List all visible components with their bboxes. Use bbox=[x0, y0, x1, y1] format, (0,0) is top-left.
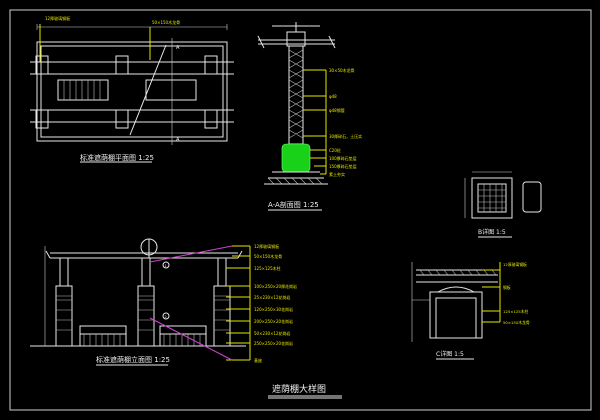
elevation-view: 1 2 12厚玻璃钢板 50×150木龙骨 125×125木柱 100×250×… bbox=[30, 238, 297, 366]
section-note-2: φ48 bbox=[329, 94, 337, 99]
detail-c-note-1: 12厚玻璃钢板 bbox=[503, 262, 527, 267]
elevation-callout-1: 1 bbox=[165, 264, 167, 268]
elevation-note-1: 12厚玻璃钢板 bbox=[254, 243, 279, 249]
detail-b-view: B详图 1:5 bbox=[464, 171, 542, 238]
elevation-note-10: 基座 bbox=[254, 357, 262, 363]
detail-c-note-4: 50×150木龙骨 bbox=[503, 320, 530, 325]
plan-note-2: 50×150木龙骨 bbox=[152, 19, 180, 25]
elevation-note-3: 125×125木柱 bbox=[254, 265, 281, 271]
elevation-note-6: 120×250×30花岗岩 bbox=[254, 306, 293, 312]
section-note-4: 30厚碎石，土压实 bbox=[329, 133, 362, 139]
plan-view: 12厚玻璃钢板 50×150木龙骨 A A 标准遮荫棚平面图 1:25 bbox=[30, 15, 234, 163]
elevation-note-2: 50×150木龙骨 bbox=[254, 253, 282, 259]
section-title: A-A剖面图 1:25 bbox=[268, 200, 319, 209]
section-note-7: 150厚碎石垫层 bbox=[329, 163, 357, 169]
section-note-1: 30×50木龙骨 bbox=[329, 67, 355, 73]
sheet-title: 遮荫棚大样图 bbox=[272, 383, 326, 395]
plan-section-mark-top: A bbox=[176, 45, 180, 51]
elevation-note-9: 250×250×20花岗岩 bbox=[254, 340, 293, 346]
section-aa-view: 30×50木龙骨 φ48 φ48钢管 30厚碎石，土压实 C20砼 100厚碎石… bbox=[257, 22, 362, 211]
elevation-note-8: 50×230×12花岗岩 bbox=[254, 330, 291, 336]
elevation-title: 标准遮荫棚立面图 1:25 bbox=[96, 355, 170, 364]
section-note-3: φ48钢管 bbox=[329, 107, 345, 113]
plan-note-1: 12厚玻璃钢板 bbox=[45, 15, 70, 21]
plan-title: 标准遮荫棚平面图 1:25 bbox=[80, 153, 154, 162]
elevation-note-5: 25×230×12花岗岩 bbox=[254, 294, 291, 300]
detail-c-note-3: 125×125木柱 bbox=[503, 309, 528, 314]
sheet-frame bbox=[9, 9, 592, 411]
detail-b-title: B详图 1:5 bbox=[478, 228, 506, 236]
detail-c-view: 12厚玻璃钢板 钢板 125×125木柱 50×150木龙骨 C详图 1:5 bbox=[411, 262, 530, 360]
section-note-5: C20砼 bbox=[329, 147, 341, 153]
elevation-note-7: 200×250×20花岗岩 bbox=[254, 318, 293, 324]
footing-concrete bbox=[281, 143, 311, 173]
detail-c-title: C详图 1:5 bbox=[436, 350, 464, 358]
section-note-6: 100厚碎石垫层 bbox=[329, 155, 357, 161]
elevation-note-4: 100×250×20厚花岗岩 bbox=[254, 283, 297, 289]
elevation-callout-2: 2 bbox=[165, 315, 167, 319]
detail-c-note-2: 钢板 bbox=[503, 285, 511, 290]
plan-section-mark-bottom: A bbox=[176, 137, 180, 143]
section-note-8: 素土夯实 bbox=[329, 171, 345, 177]
